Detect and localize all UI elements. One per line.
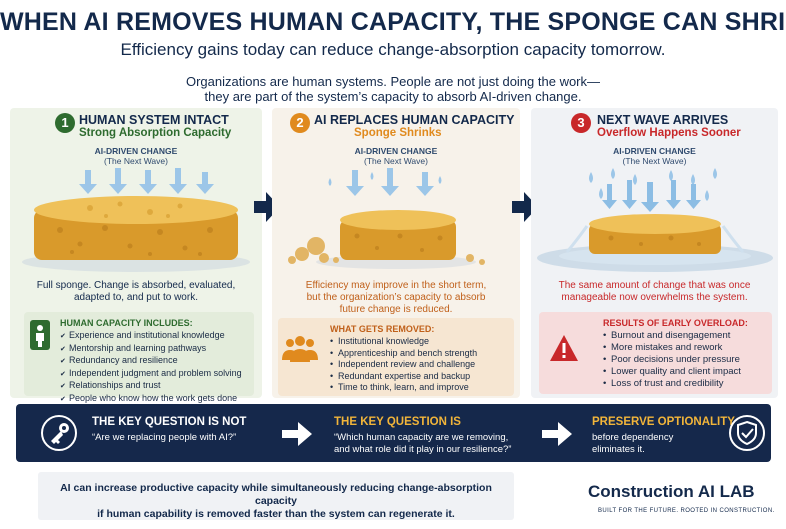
- arrow-right-icon: [254, 192, 280, 222]
- question-is-title: THE KEY QUESTION IS: [334, 416, 461, 428]
- removed-list: Institutional knowledge Apprenticeship a…: [330, 336, 506, 394]
- human-figure-icon: [30, 320, 50, 350]
- panel-title: HUMAN SYSTEM INTACT: [79, 113, 229, 127]
- list-item: Mentorship and learning pathways: [60, 343, 246, 356]
- panel-subtitle: Overflow Happens Sooner: [597, 127, 741, 139]
- list-item: Redundancy and resilience: [60, 355, 246, 368]
- rain-arrows: [79, 168, 214, 194]
- box-title: RESULTS OF EARLY OVERLOAD:: [603, 318, 748, 328]
- overload-list: Burnout and disengagement More mistakes …: [603, 330, 764, 390]
- panel-caption: Full sponge. Change is absorbed, evaluat…: [36, 280, 236, 303]
- panel-title: NEXT WAVE ARRIVES: [597, 113, 729, 127]
- preserve-line2: eliminates it.: [592, 444, 645, 455]
- box-title: WHAT GETS REMOVED:: [330, 324, 435, 334]
- step-number-1: 1: [55, 113, 75, 133]
- shield-check-icon: [729, 415, 765, 451]
- list-item: Lower quality and client impact: [603, 366, 764, 378]
- question-is-line2: and what role did it play in our resilie…: [334, 444, 512, 455]
- panel-subtitle: Sponge Shrinks: [354, 127, 442, 139]
- brand-logo: Construction AI LAB: [588, 482, 755, 501]
- arrow-right-icon: [512, 192, 538, 222]
- overload-box: RESULTS OF EARLY OVERLOAD: Burnout and d…: [539, 312, 772, 394]
- wave-label: AI-DRIVEN CHANGE (The Next Wave): [354, 146, 438, 166]
- list-item: Time to think, learn, and improve: [330, 382, 506, 394]
- capacity-box: HUMAN CAPACITY INCLUDES: Experience and …: [24, 312, 254, 403]
- brand-tagline: BUILT FOR THE FUTURE. ROOTED IN CONSTRUC…: [598, 508, 775, 514]
- list-item: Burnout and disengagement: [603, 330, 764, 342]
- arrow-right-icon: [282, 422, 312, 446]
- preserve-line1: before dependency: [592, 432, 674, 443]
- full-sponge-illustration: [22, 168, 250, 272]
- list-item: Independent judgment and problem solving: [60, 368, 246, 381]
- intro-text: Organizations are human systems. People …: [185, 74, 601, 104]
- list-item: Independent review and challenge: [330, 359, 506, 371]
- footer-statement: AI can increase productive capacity whil…: [38, 472, 514, 520]
- overflowing-sponge-illustration: [537, 168, 773, 272]
- panel-ai-replaces-capacity: 2 AI REPLACES HUMAN CAPACITY Sponge Shri…: [272, 108, 520, 398]
- removed-box: WHAT GETS REMOVED: Institutional knowled…: [278, 318, 514, 396]
- warning-triangle-icon: [550, 335, 578, 361]
- panel-caption: Efficiency may improve in the short term…: [305, 280, 487, 315]
- people-group-icon: [282, 336, 318, 362]
- list-item: People who know how the work gets done: [60, 393, 246, 406]
- capacity-list: Experience and institutional knowledge M…: [60, 330, 246, 406]
- panel-caption: The same amount of change that was once …: [558, 280, 751, 303]
- list-item: Redundant expertise and backup: [330, 371, 506, 383]
- question-not-title: THE KEY QUESTION IS NOT: [92, 416, 247, 428]
- list-item: Experience and institutional knowledge: [60, 330, 246, 343]
- page-subtitle: Efficiency gains today can reduce change…: [120, 40, 666, 59]
- water-drop-icon: [589, 168, 717, 201]
- key-question-banner: THE KEY QUESTION IS NOT “Are we replacin…: [16, 404, 771, 462]
- question-is-line1: “Which human capacity are we removing,: [334, 432, 509, 443]
- list-item: Poor decisions under pressure: [603, 354, 764, 366]
- list-item: Institutional knowledge: [330, 336, 506, 348]
- key-icon: [41, 415, 77, 451]
- rain-arrows: [346, 168, 434, 196]
- list-item: Loss of trust and credibility: [603, 378, 764, 390]
- panel-human-system-intact: 1 HUMAN SYSTEM INTACT Strong Absorption …: [10, 108, 262, 403]
- list-item: Relationships and trust: [60, 380, 246, 393]
- panel-subtitle: Strong Absorption Capacity: [79, 127, 232, 139]
- page-title: WHEN AI REMOVES HUMAN CAPACITY, THE SPON…: [0, 8, 786, 36]
- arrow-right-icon: [542, 422, 572, 446]
- wave-label: AI-DRIVEN CHANGE (The Next Wave): [613, 146, 696, 166]
- wave-label: AI-DRIVEN CHANGE (The Next Wave): [94, 146, 178, 166]
- panel-title: AI REPLACES HUMAN CAPACITY: [314, 113, 515, 127]
- list-item: Apprenticeship and bench strength: [330, 348, 506, 360]
- step-number-3: 3: [571, 113, 591, 133]
- preserve-optionality-title: PRESERVE OPTIONALITY: [592, 416, 735, 428]
- shrunken-sponge-illustration: [288, 168, 485, 269]
- question-not-text: “Are we replacing people with AI?”: [92, 432, 237, 443]
- step-number-2: 2: [290, 113, 310, 133]
- list-item: More mistakes and rework: [603, 342, 764, 354]
- box-title: HUMAN CAPACITY INCLUDES:: [60, 318, 193, 328]
- panel-next-wave-arrives: 3 NEXT WAVE ARRIVES Overflow Happens Soo…: [531, 108, 778, 398]
